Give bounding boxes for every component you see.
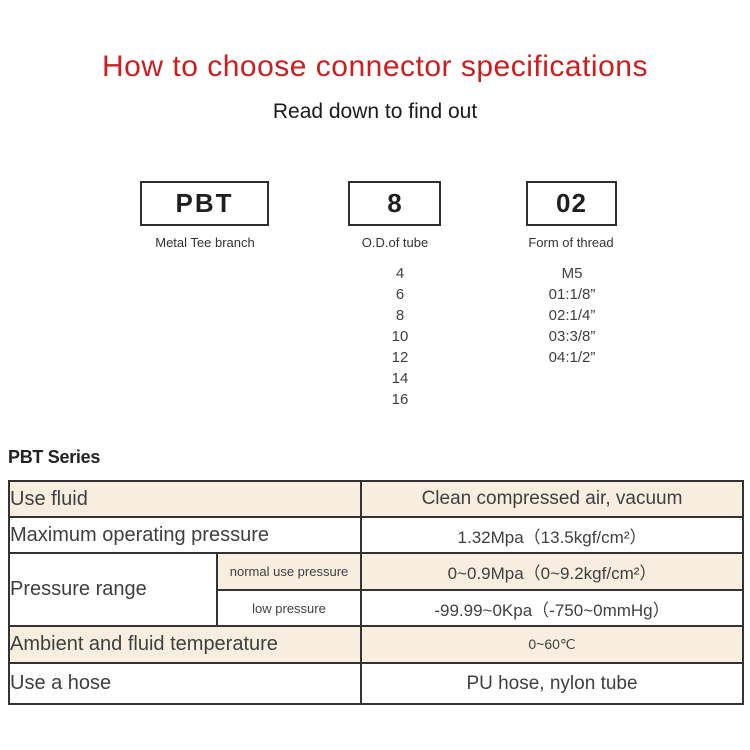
thread-option: 04:1/2” [548,349,596,366]
table-row: low pressure -99.99~0Kpa（-750~0mmHg） [9,589,744,627]
tube-od-option: 4 [395,265,405,282]
thread-option: 01:1/8” [548,286,596,303]
series-heading: PBT Series [8,447,101,467]
thread-option: 02:1/4” [548,307,596,324]
spec-label-pressure-range: Pressure range [8,552,218,627]
spec-label-max-pressure: Maximum operating pressure [8,516,362,554]
spec-value-max-pressure: 1.32Mpa（13.5kgf/cm²） [360,516,744,554]
table-row: Use a hose PU hose, nylon tube [8,662,744,705]
spec-label-hose: Use a hose [8,662,362,705]
spec-label-use-fluid: Use fluid [8,480,362,518]
spec-table: Use fluid Clean compressed air, vacuum M… [8,480,744,705]
table-row: Use fluid Clean compressed air, vacuum [8,480,744,518]
thread-option: M5 [561,265,583,282]
thread-option: 03:3/8” [548,328,596,345]
spec-sublabel-normal-pressure: normal use pressure [216,552,362,591]
tube-od-option: 6 [395,286,405,303]
code-thread-text: 02 [556,188,587,218]
spec-value-hose: PU hose, nylon tube [360,662,744,705]
code-tube-od-text: 8 [387,188,402,218]
page-title: How to choose connector specifications [102,50,648,83]
tube-od-option: 14 [391,370,409,387]
code-box-series: PBT [140,181,269,226]
code-box-thread: 02 [526,181,617,226]
table-row: Pressure range normal use pressure 0~0.9… [8,552,744,627]
spec-sublabel-low-pressure: low pressure [216,589,362,627]
page-subtitle: Read down to find out [272,100,478,123]
code-box-tube-od: 8 [348,181,441,226]
spec-value-use-fluid: Clean compressed air, vacuum [360,480,744,518]
code-label-tube-od: O.D.of tube [361,235,429,250]
spec-value-normal-pressure: 0~0.9Mpa（0~9.2kgf/cm²） [360,552,744,591]
thread-option-list: M5 01:1/8” 02:1/4” 03:3/8” 04:1/2” [506,263,638,368]
table-row: Maximum operating pressure 1.32Mpa（13.5k… [8,516,744,554]
tube-od-option: 10 [391,328,409,345]
tube-od-option: 16 [391,391,409,408]
code-series-text: PBT [175,188,234,218]
table-row: Ambient and fluid temperature 0~60℃ [8,625,744,664]
code-label-thread: Form of thread [528,235,614,250]
tube-od-option-list: 4 6 8 10 12 14 16 [348,263,452,410]
spec-label-temperature: Ambient and fluid temperature [8,625,362,664]
spec-value-low-pressure: -99.99~0Kpa（-750~0mmHg） [360,589,744,627]
tube-od-option: 8 [395,307,405,324]
code-label-series: Metal Tee branch [155,235,255,250]
spec-value-temperature: 0~60℃ [360,625,744,664]
tube-od-option: 12 [391,349,409,366]
